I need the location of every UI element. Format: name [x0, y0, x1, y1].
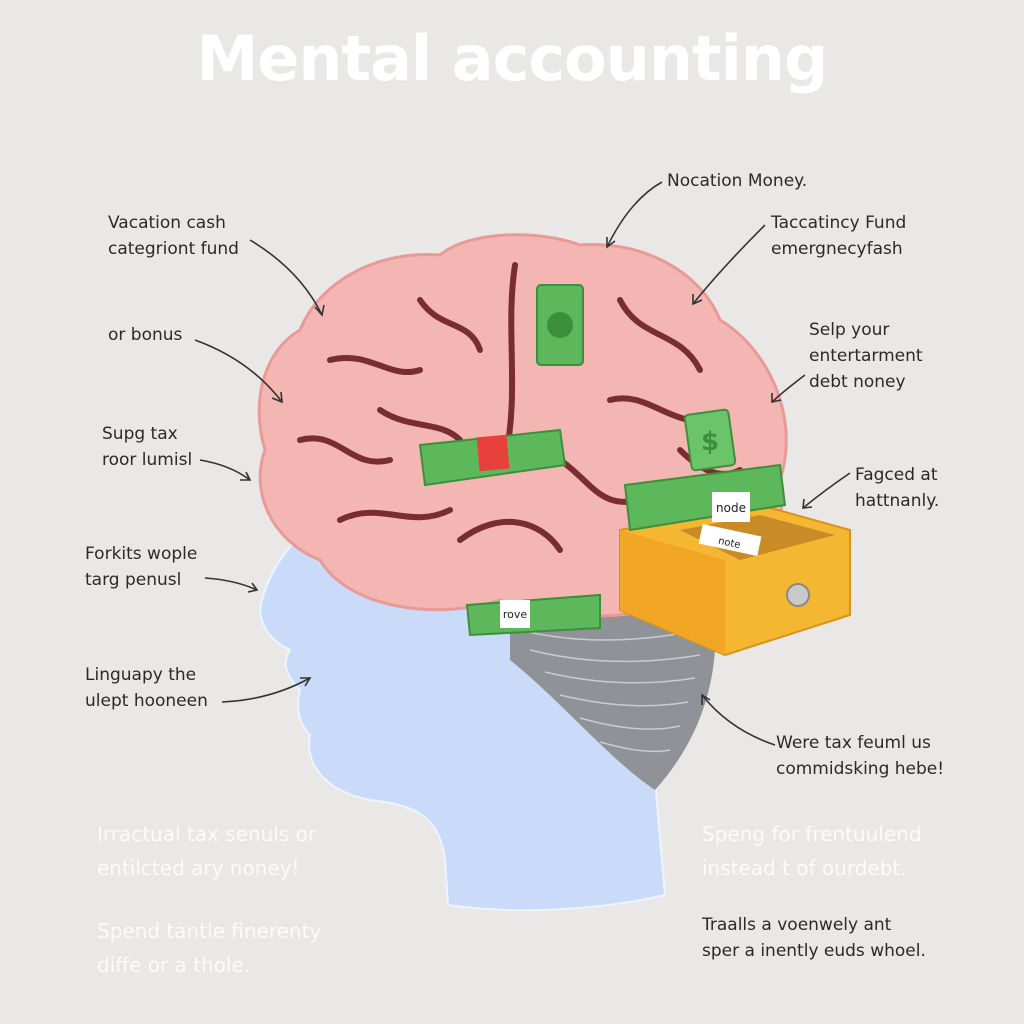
annotation-line: or bonus [108, 325, 183, 345]
annotation-line: targ penusl [85, 570, 182, 590]
annotation-line: ulept hooneen [85, 691, 208, 711]
annotation-line: Supg tax [102, 424, 178, 444]
annotation-left-4: Forkits wople targ penusl [85, 541, 197, 593]
annotation-arrows [194, 181, 851, 746]
caption-faded-2: Spend tantle finerenty diffe or a thole. [97, 914, 321, 982]
money-stack-middle [418, 428, 567, 487]
caption-line: Spend tantle finerenty [97, 919, 322, 943]
annotation-left-3: Supg tax roor lumisl [102, 421, 192, 473]
annotation-line: hattnanly. [855, 491, 940, 511]
stack-top-label: node [716, 501, 746, 515]
annotation-right-2: Taccatincy Fund emergnecyfash [771, 210, 906, 262]
annotation-line: Forkits wople [85, 544, 198, 564]
annotation-right-1: Nocation Money. [667, 168, 807, 194]
annotation-line: Taccatincy Fund [771, 213, 907, 233]
annotation-line: sper a inently euds whoel. [702, 941, 926, 961]
money-stack-top: node [623, 463, 787, 532]
annotation-line: Linguapy the [85, 665, 197, 685]
annotation-line: debt noney [809, 372, 906, 392]
annotation-left-5: Linguapy the ulept hooneen [85, 662, 208, 714]
annotation-line: Nocation Money. [667, 171, 808, 191]
annotation-right-6: Traalls a voenwely ant sper a inently eu… [702, 912, 926, 964]
annotation-left-2: or bonus [108, 322, 182, 348]
annotation-line: Were tax feuml us [776, 733, 931, 753]
annotation-line: Fagced at [855, 465, 938, 485]
caption-faded-1: Irractual tax senuls or entilcted ary no… [97, 817, 316, 885]
annotation-line: Selp your [809, 320, 890, 340]
annotation-line: categriont fund [108, 239, 239, 259]
stack-bottom-label: rove [503, 608, 528, 621]
page-title: Mental accounting [196, 22, 829, 95]
annotation-line: emergnecyfash [771, 239, 903, 259]
annotation-line: roor lumisl [102, 450, 193, 470]
money-bill-vertical [536, 284, 584, 366]
dollar-sign: $ [701, 427, 719, 457]
annotation-line: Vacation cash [108, 213, 226, 233]
caption-line: diffe or a thole. [97, 953, 251, 977]
annotation-line: commidsking hebe! [776, 759, 945, 779]
caption-line: instead t of ourdebt. [702, 856, 907, 880]
annotation-left-1: Vacation cash categriont fund [108, 210, 239, 262]
annotation-right-4: Fagced at hattnanly. [855, 462, 939, 514]
caption-line: Irractual tax senuls or [97, 822, 317, 846]
caption-line: Speng for frentuulend [702, 822, 922, 846]
annotation-line: Traalls a voenwely ant [702, 915, 892, 935]
caption-faded-3: Speng for frentuulend instead t of ourde… [702, 817, 922, 885]
annotation-right-5: Were tax feuml us commidsking hebe! [776, 730, 944, 782]
hair-lines [510, 602, 716, 790]
drawer: note [619, 503, 851, 657]
annotation-right-3: Selp your entertarment debt noney [809, 317, 923, 395]
drawer-money-label: note [717, 536, 741, 551]
money-stack-bottom: rove [465, 593, 601, 637]
annotation-line: entertarment [809, 346, 923, 366]
caption-line: entilcted ary noney! [97, 856, 300, 880]
money-bill-dollar: $ [683, 408, 737, 472]
